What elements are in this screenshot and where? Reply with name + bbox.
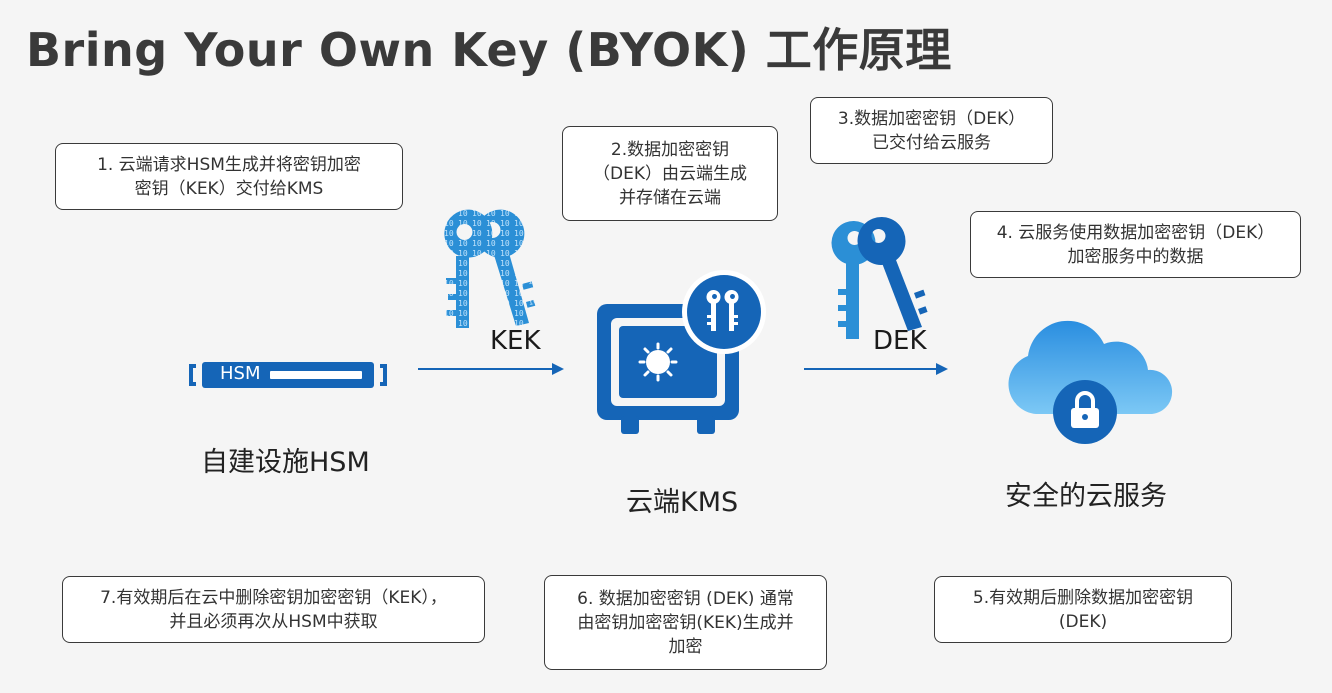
step-3-line-1: 3.数据加密密钥（DEK） [837, 108, 1026, 129]
step-2-line-3: 并存储在云端 [619, 187, 721, 208]
step-4-line-1: 4. 云服务使用数据加密密钥（DEK） [996, 222, 1275, 243]
step-1-box: 1. 云端请求HSM生成并将密钥加密 密钥（KEK）交付给KMS [55, 143, 403, 210]
secure-cloud-icon [1008, 320, 1173, 444]
dek-keys-icon [831, 216, 928, 339]
step-2-box: 2.数据加密密钥 （DEK）由云端生成 并存储在云端 [562, 126, 778, 221]
step-4-line-2: 加密服务中的数据 [1067, 246, 1204, 267]
step-7-line-2: 并且必须再次从HSM中获取 [169, 611, 378, 632]
arrow-kms-to-cloud [804, 363, 948, 375]
kek-binary-keys-icon: 10 [444, 209, 536, 328]
step-6-line-3: 加密 [668, 636, 703, 657]
step-6-line-2: 由密钥加密密钥(KEK)生成并 [577, 612, 794, 633]
step-2-line-1: 2.数据加密密钥 [610, 139, 730, 160]
cloud-caption: 安全的云服务 [1005, 481, 1167, 512]
step-6-line-1: 6. 数据加密密钥 (DEK) 通常 [577, 588, 794, 609]
step-4-box: 4. 云服务使用数据加密密钥（DEK） 加密服务中的数据 [970, 211, 1301, 278]
step-5-line-2: (DEK) [1058, 611, 1108, 632]
hsm-device-icon [189, 362, 387, 388]
step-5-box: 5.有效期后删除数据加密密钥 (DEK) [934, 576, 1232, 643]
step-3-line-2: 已交付给云服务 [872, 132, 991, 153]
arrow-hsm-to-kms [418, 363, 564, 375]
step-6-box: 6. 数据加密密钥 (DEK) 通常 由密钥加密密钥(KEK)生成并 加密 [544, 575, 827, 670]
page-title: Bring Your Own Key (BYOK) 工作原理 [26, 23, 952, 77]
step-1-line-2: 密钥（KEK）交付给KMS [134, 178, 324, 199]
step-5-line-1: 5.有效期后删除数据加密密钥 [972, 587, 1194, 608]
step-1-line-1: 1. 云端请求HSM生成并将密钥加密 [97, 154, 361, 175]
step-7-box: 7.有效期后在云中删除密钥加密密钥（KEK）， 并且必须再次从HSM中获取 [62, 576, 485, 643]
hsm-device-text: HSM [220, 363, 261, 384]
step-2-line-2: （DEK）由云端生成 [593, 163, 747, 184]
step-3-box: 3.数据加密密钥（DEK） 已交付给云服务 [810, 97, 1053, 164]
kms-caption: 云端KMS [626, 487, 739, 518]
step-7-line-1: 7.有效期后在云中删除密钥加密密钥（KEK）， [100, 587, 447, 608]
hsm-caption: 自建设施HSM [201, 447, 370, 478]
dek-label: DEK [873, 326, 927, 356]
kek-label: KEK [490, 326, 541, 356]
kms-safe-icon [597, 270, 766, 434]
